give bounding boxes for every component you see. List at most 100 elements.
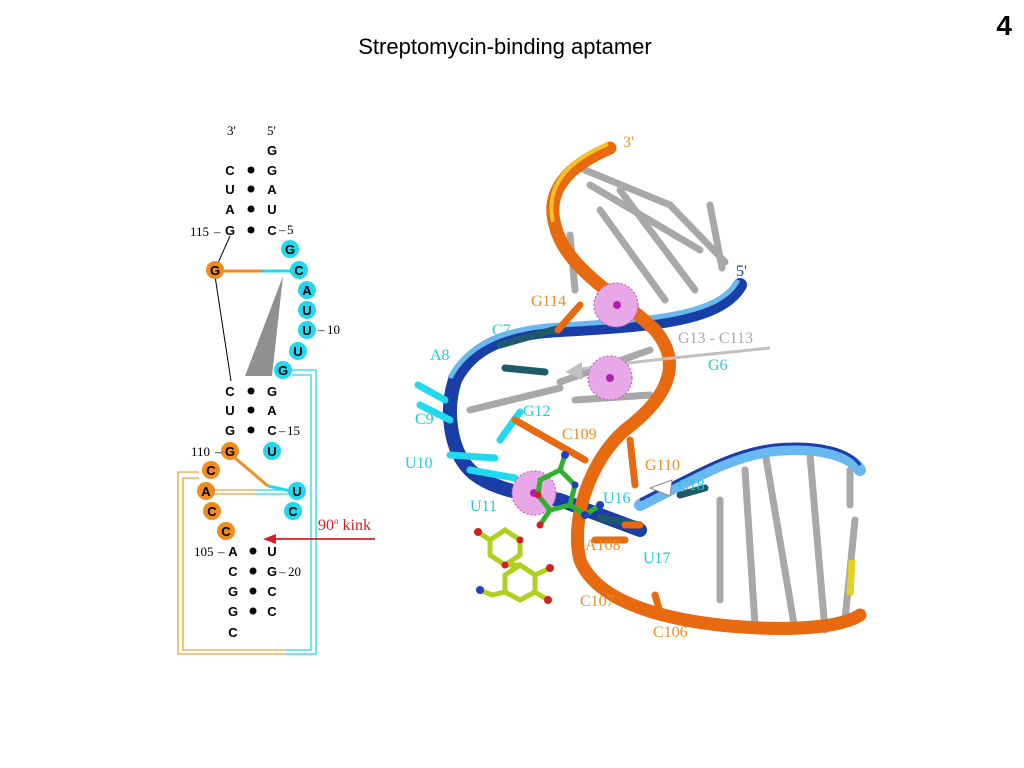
base-pair-dot-6 <box>247 426 255 434</box>
nucleotide-stem2-left-2: G <box>225 423 235 438</box>
nucleotide-loop-cyan-0: G <box>285 242 295 257</box>
label-u10: U10 <box>405 455 433 472</box>
orange-outline-path-inner <box>182 477 285 651</box>
base-pair-dot-10 <box>249 607 257 615</box>
nucleotide-circle-stem2-right-3 <box>263 442 281 460</box>
label-u17: U17 <box>643 550 671 567</box>
nucleotide-circle-loop-cyan-4 <box>298 321 316 339</box>
orange-base-sticks <box>511 301 664 616</box>
number-5-dash: – <box>278 222 286 237</box>
slide-title: Streptomycin-binding aptamer <box>358 34 652 59</box>
nucleotide-bulge-orange-3: C <box>221 524 231 539</box>
nucleotide-stem1-right-3: U <box>267 202 276 217</box>
white-pointer <box>648 479 673 497</box>
secondary-structure: CUAGGGAUCGGCAUUUGCUGGGACUCACCUCACGGCUGCC… <box>177 123 375 655</box>
nucleotide-loop-cyan-5: U <box>293 344 302 359</box>
nucleotide-bulge-orange-1: A <box>201 484 211 499</box>
nucleotide-stem1-right-4: C <box>267 223 277 238</box>
nucleotide-stem2-left-1: U <box>225 403 234 418</box>
nucleotide-stem3-left-1: C <box>228 564 238 579</box>
kink-arrow-head <box>263 534 276 544</box>
number-20: 20 <box>288 564 301 579</box>
base-pair-dot-1 <box>247 185 255 193</box>
base-pair-dot-0 <box>247 166 255 174</box>
nucleotide-stem1-left-3: G <box>225 223 235 238</box>
label-c18: C18 <box>678 477 705 494</box>
orange-outline-path <box>177 471 285 655</box>
number-15: 15 <box>287 423 300 438</box>
base-rods-lower <box>716 448 859 634</box>
number-20-dash: – <box>278 564 286 579</box>
slide-number: 4 <box>996 10 1012 41</box>
nucleotide-bulge-orange-2: C <box>207 504 217 519</box>
nucleotide-stem2-right-2: C <box>267 423 277 438</box>
number-110-dash: – <box>214 444 222 459</box>
thin-connector-line-2 <box>217 235 231 264</box>
ion-core-1 <box>613 301 621 309</box>
nucleotide-loop-cyan-3: U <box>302 303 311 318</box>
end-label-3prime: 3' <box>227 123 236 138</box>
label-g13-c113: G13 - C113 <box>678 330 753 347</box>
base-pair-dot-3 <box>247 226 255 234</box>
nucleotide-bulge-cyan-0: U <box>292 484 301 499</box>
label-g6: G6 <box>708 357 728 374</box>
nucleotide-loop-orange-0: G <box>210 263 220 278</box>
nucleotide-loop-cyan-1: C <box>294 263 304 278</box>
nucleotide-stem3-right-0: U <box>267 544 276 559</box>
nucleotide-circle-loop-orange-0 <box>206 261 224 279</box>
g110-pair-orange <box>234 456 269 488</box>
label-a108: A108 <box>585 537 621 554</box>
nucleotide-stem3-left-0: A <box>228 544 238 559</box>
streptomycin-ligand <box>474 451 604 604</box>
nucleotide-stem3-right-1: G <box>267 564 277 579</box>
nucleotide-circle-bulge-orange-2 <box>203 502 221 520</box>
orange-ribbon-strand <box>546 141 867 635</box>
label-c9: C9 <box>415 411 434 428</box>
nucleotide-stem3-left-4: C <box>228 625 238 640</box>
number-10: 10 <box>327 322 340 337</box>
nucleotide-stem2-left-3: G <box>225 444 235 459</box>
nucleotide-circles <box>197 240 316 540</box>
kink-label: 90o kink <box>318 516 371 534</box>
triple-wedge <box>245 276 283 376</box>
nucleotide-circle-loop-cyan-6 <box>274 361 292 379</box>
nucleotide-circle-bulge-orange-3 <box>217 522 235 540</box>
number-115-dash: – <box>213 224 221 239</box>
light-blue-ribbon-edge <box>639 442 862 502</box>
cyan-base-sticks <box>414 381 524 482</box>
label-c107: C107 <box>580 593 615 610</box>
label-c7: C7 <box>492 322 511 339</box>
base-pair-dot-2 <box>247 205 255 213</box>
nucleotide-circle-bulge-cyan-1 <box>284 502 302 520</box>
label-g114: G114 <box>531 293 566 310</box>
nucleotide-stem3-right-3: C <box>267 604 277 619</box>
base-pair-dot-5 <box>247 406 255 414</box>
label-c109: C109 <box>562 426 597 443</box>
number-105: 105 <box>194 544 214 559</box>
number-115: 115 <box>190 224 209 239</box>
label-u11: U11 <box>470 498 497 515</box>
nucleotide-stem3-left-3: G <box>228 604 238 619</box>
base-pair-dot-7 <box>249 547 257 555</box>
base-pair-dot-8 <box>249 567 257 575</box>
ion-core-2 <box>606 374 614 382</box>
number-15-dash: – <box>278 423 286 438</box>
label-u16: U16 <box>603 490 631 507</box>
nucleotide-circle-bulge-orange-1 <box>197 482 215 500</box>
nucleotide-loop-cyan-4: U <box>302 323 311 338</box>
tertiary-structure: 3' 5' G114 C7 G13 - C113 G6 A8 G12 C9 C1… <box>405 134 867 641</box>
light-blue-ribbon <box>634 443 866 511</box>
number-5: 5 <box>287 222 294 237</box>
base-pair-dot-4 <box>247 387 255 395</box>
label-5prime: 5' <box>736 263 747 280</box>
yellow-base-rod <box>846 559 856 596</box>
base-pair-dots <box>247 166 257 615</box>
nucleotide-bulge-orange-0: C <box>206 463 216 478</box>
nucleotide-bulge-cyan-1: C <box>288 504 298 519</box>
cyan-outline-path <box>285 369 317 655</box>
nucleotide-stem2-right-3: U <box>267 444 276 459</box>
label-a8: A8 <box>430 347 450 364</box>
nucleotide-stem1-right-2: A <box>267 182 277 197</box>
blue-ribbon-highlight <box>447 278 741 380</box>
